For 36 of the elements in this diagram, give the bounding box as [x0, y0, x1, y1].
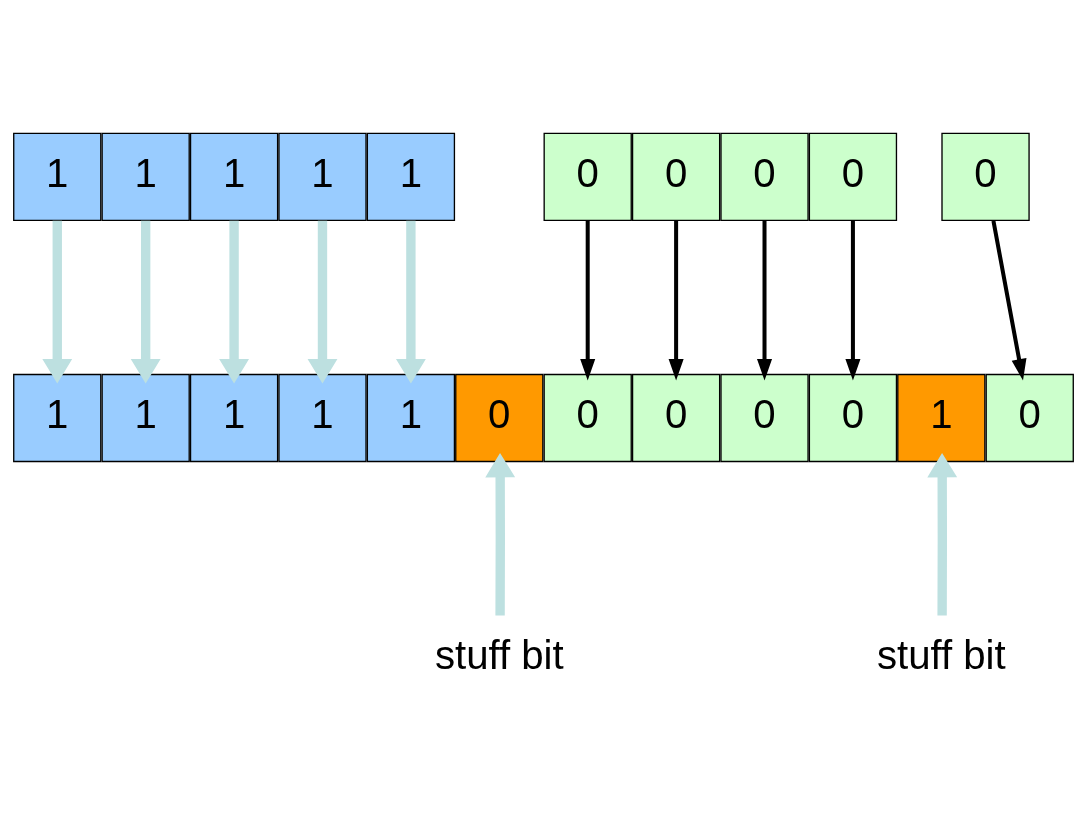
- node-box: 1: [189, 132, 279, 222]
- arrow: [485, 452, 516, 616]
- node-box: 1: [13, 132, 102, 222]
- arrow: [991, 220, 1027, 381]
- arrow: [219, 220, 249, 384]
- node-box: 0: [808, 132, 898, 222]
- arrow: [130, 220, 161, 384]
- node-box: 1: [897, 373, 986, 463]
- node-text: stuff bit: [876, 633, 1006, 679]
- node-text: stuff bit: [434, 633, 564, 679]
- arrow: [757, 220, 773, 381]
- node-box: 0: [720, 132, 809, 222]
- node-box: 1: [366, 132, 456, 222]
- node-box: 1: [101, 373, 190, 463]
- arrow: [395, 220, 426, 384]
- node-box: 1: [101, 132, 190, 222]
- arrow: [845, 220, 861, 381]
- node-box: 0: [985, 373, 1074, 463]
- node-box: 1: [278, 132, 367, 222]
- arrow: [42, 220, 73, 384]
- node-box: 0: [543, 132, 632, 222]
- arrow: [927, 452, 958, 616]
- arrow: [580, 220, 596, 381]
- node-box: 0: [720, 373, 809, 463]
- node-box: 0: [631, 373, 721, 463]
- node-box: 0: [543, 373, 632, 463]
- node-box: 0: [808, 373, 898, 463]
- node-box: 0: [941, 132, 1030, 222]
- node-box: 0: [455, 373, 544, 463]
- arrow: [668, 220, 684, 381]
- node-box: 1: [366, 373, 456, 463]
- node-box: 1: [189, 373, 279, 463]
- node-box: 1: [278, 373, 367, 463]
- node-box: 1: [13, 373, 102, 463]
- arrow: [307, 220, 338, 384]
- node-box: 0: [631, 132, 721, 222]
